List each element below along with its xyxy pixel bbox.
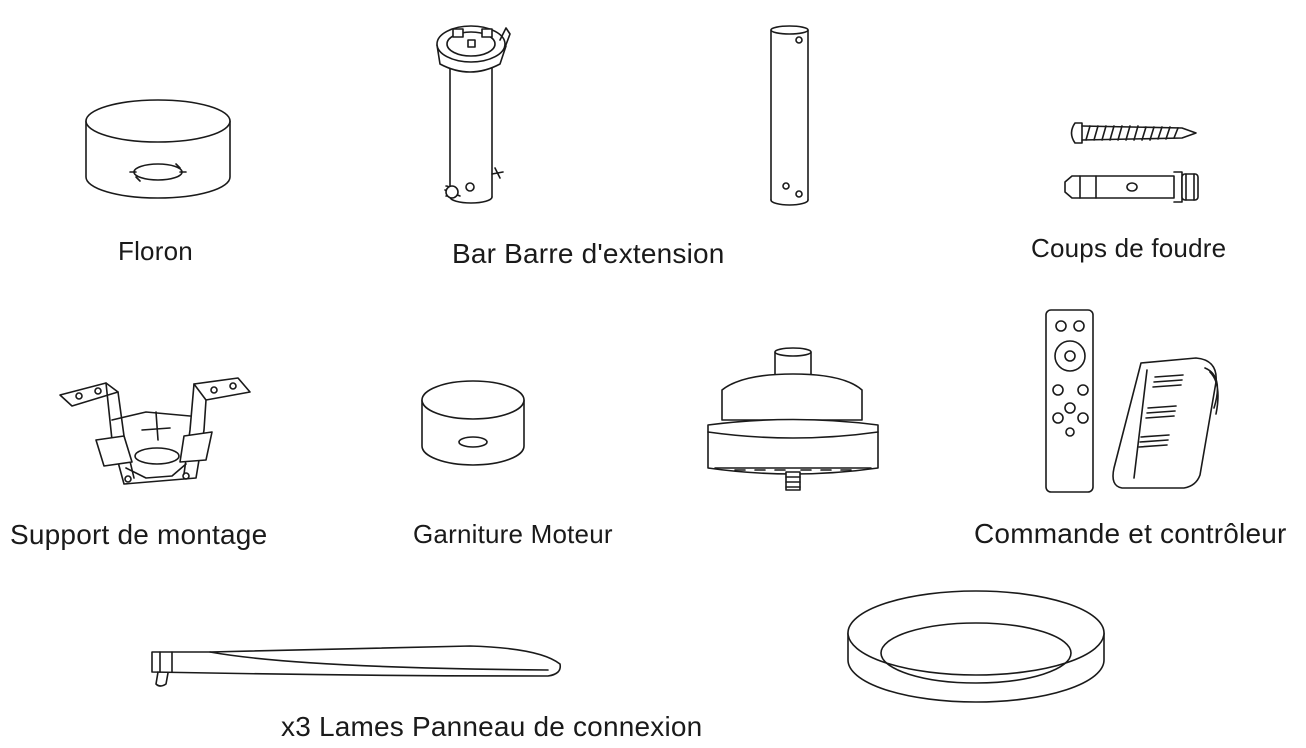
receiver-controller-illustration [1113,358,1218,488]
wall-anchor-illustration [1065,172,1198,202]
motor-illustration [708,348,878,490]
screw-illustration [1072,123,1197,143]
screws-label: Coups de foudre [1031,233,1227,263]
trim-motor-label: Garniture Moteur [413,519,613,549]
canopy-illustration [86,100,230,198]
mounting-bracket-illustration [60,378,250,484]
connection-panel-illustration [848,591,1104,702]
mounting-bracket-label: Support de montage [10,519,268,550]
downrod-with-ball-illustration [437,26,510,203]
floron-label: Floron [118,236,193,266]
remote-controller-label: Commande et contrôleur [974,518,1287,549]
remote-control-illustration [1046,310,1093,492]
extension-bar-illustration [771,26,808,205]
extension-bar-label: Bar Barre d'extension [452,238,725,269]
blades-panel-label: x3 Lames Panneau de connexion [281,711,703,742]
trim-cover-illustration [422,381,524,465]
fan-blade-illustration [152,646,560,686]
